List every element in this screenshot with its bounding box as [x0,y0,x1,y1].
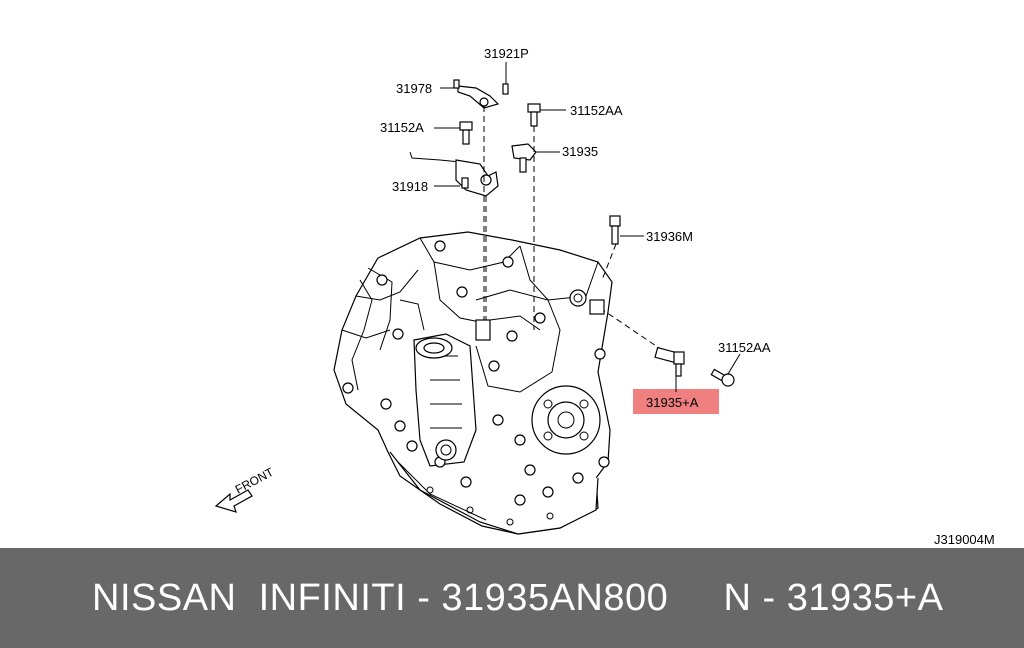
sensor-31935a-icon [654,346,685,377]
highlight-box [633,389,719,414]
connector-icon [475,299,605,341]
sensor-31935-icon [511,143,537,173]
front-arrow-icon [214,489,253,513]
label-31978: 31978 [396,81,432,96]
bolt-31152aa-right-icon [710,368,735,387]
bolt-31152aa-top-icon [527,103,541,127]
transmission-housing [333,231,613,535]
bolt-31152a-icon [459,121,473,145]
label-31152aa-right: 31152AA [718,340,771,355]
label-31921p: 31921P [484,46,529,61]
label-31935: 31935 [562,144,598,159]
diagram-code: J319004M [934,532,995,547]
label-31152aa-top: 31152AA [570,103,623,118]
label-31152a: 31152A [380,120,424,135]
front-label: FRONT [233,465,277,497]
transmission-diagram: FRONT 31921P 31978 31152AA 31152A 31935 [214,46,771,535]
sensor-31936m-icon [609,215,621,245]
label-31936m: 31936M [646,229,693,244]
bracket-31978-icon [453,79,500,109]
footer-bar: NISSAN INFINITI - 31935AN800 N - 31935+A [0,548,1024,648]
footer-text: NISSAN INFINITI - 31935AN800 N - 31935+A [92,576,944,619]
bolt-31921p-icon [502,83,509,95]
label-31935a: 31935+A [646,395,699,410]
label-31918: 31918 [392,179,428,194]
